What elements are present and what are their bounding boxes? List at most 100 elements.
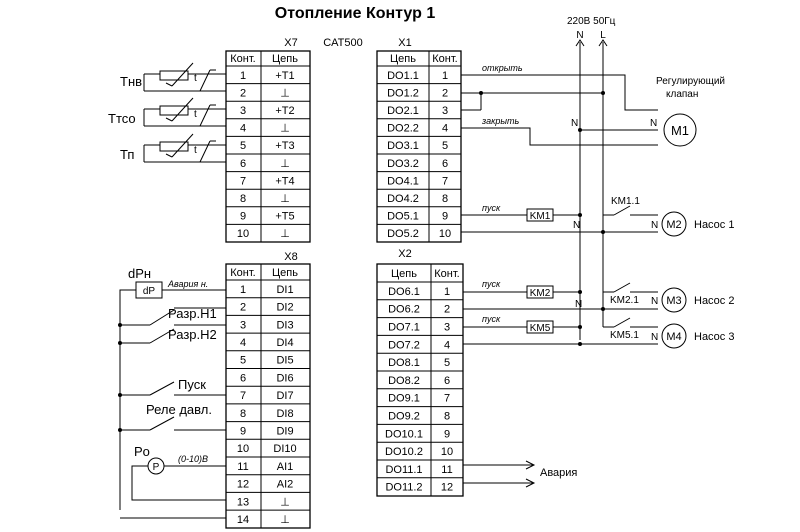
terminal-circuit: DI5 xyxy=(276,355,293,367)
terminal-circuit: DI10 xyxy=(273,443,296,455)
terminal-block-x1: X1 Цепь Конт. 1DO1.12DO1.23DO2.14DO2.25D… xyxy=(376,37,462,243)
motor-m1 xyxy=(663,113,697,147)
pusk2-label: пуск xyxy=(482,279,501,289)
relay-km2-label: KM2 xyxy=(530,288,551,299)
terminal-circuit: DO10.2 xyxy=(385,446,423,458)
terminal-circuit: DO8.2 xyxy=(388,375,420,387)
terminal-circuit: +T3 xyxy=(275,140,294,152)
terminal-circuit: DI1 xyxy=(276,284,293,296)
temperature-sensors: Тнв t Ттсо t Тп t xyxy=(108,62,226,163)
dp-sensor-text: dP xyxy=(143,286,156,297)
terminal-contact: 4 xyxy=(442,123,448,135)
terminal-circuit: ⊥ xyxy=(280,87,290,99)
x7-label: X7 xyxy=(284,37,297,49)
terminal-contact: 12 xyxy=(237,479,249,491)
motor-m4 xyxy=(661,323,687,349)
terminal-circuit: ⊥ xyxy=(280,193,290,205)
terminal-contact: 5 xyxy=(442,140,448,152)
terminal-circuit: DO5.1 xyxy=(387,211,419,223)
contact-km5-1: KM5.1 xyxy=(610,330,639,341)
terminal-circuit: ⊥ xyxy=(280,514,290,526)
terminal-contact: 6 xyxy=(444,375,450,387)
terminal-circuit: DI6 xyxy=(276,372,293,384)
sensor-tnv-t-mark: t xyxy=(194,73,197,84)
rele-label: Реле давл. xyxy=(146,402,212,417)
n-km2: N xyxy=(575,299,582,310)
terminal-block-x2: X2 Цепь Конт. 1DO6.12DO6.23DO7.14DO7.25D… xyxy=(376,248,464,497)
terminal-circuit: ⊥ xyxy=(280,496,290,508)
sensor-tp-t-mark: t xyxy=(194,145,197,156)
valve-n-right: N xyxy=(650,118,657,129)
terminal-circuit: DI3 xyxy=(276,319,293,331)
x1-label: X1 xyxy=(398,37,411,49)
pusk3-label: пуск xyxy=(482,314,501,324)
terminal-contact: 3 xyxy=(442,105,448,117)
terminal-contact: 14 xyxy=(237,514,249,526)
terminal-circuit: ⊥ xyxy=(280,228,290,240)
x2-header-contact: Конт. xyxy=(434,268,459,280)
terminal-circuit: DO2.1 xyxy=(387,105,419,117)
supply-label: 220В 50Гц xyxy=(567,16,616,27)
terminal-contact: 5 xyxy=(240,140,246,152)
terminal-circuit: DO5.2 xyxy=(387,228,419,240)
terminal-contact: 13 xyxy=(237,496,249,508)
n-km1: N xyxy=(573,220,580,231)
alarm-label: Авария xyxy=(540,467,577,479)
terminal-contact: 7 xyxy=(240,390,246,402)
terminal-circuit: DO4.1 xyxy=(387,175,419,187)
terminal-contact: 9 xyxy=(444,428,450,440)
terminal-circuit: +T2 xyxy=(275,105,294,117)
terminal-circuit: DO3.2 xyxy=(387,158,419,170)
terminal-circuit: +T1 xyxy=(275,70,294,82)
terminal-circuit: AI1 xyxy=(277,461,294,473)
pressure-sensor-text: P xyxy=(153,462,160,473)
razr-h2-label: Разр.Н2 xyxy=(168,327,217,342)
terminal-circuit: DO1.1 xyxy=(387,70,419,82)
relay-km5-label: KM5 xyxy=(530,323,551,334)
razr-h1-label: Разр.Н1 xyxy=(168,306,217,321)
terminal-contact: 2 xyxy=(444,304,450,316)
terminal-contact: 3 xyxy=(444,322,450,334)
x7-header-contact: Конт. xyxy=(230,53,255,65)
valve-title-2: клапан xyxy=(666,89,698,100)
x1-header-circuit: Цепь xyxy=(390,53,416,65)
supply-l: L xyxy=(600,30,606,41)
terminal-circuit: DI2 xyxy=(276,302,293,314)
terminal-contact: 5 xyxy=(240,355,246,367)
terminal-contact: 1 xyxy=(442,70,448,82)
motor-m2 xyxy=(661,211,687,237)
terminal-circuit: DI9 xyxy=(276,425,293,437)
dpn-label: dPн xyxy=(128,266,151,281)
terminal-circuit: DI7 xyxy=(276,390,293,402)
terminal-contact: 10 xyxy=(237,228,249,240)
sensor-ttso-t-mark: t xyxy=(194,109,197,120)
po-label: Po xyxy=(134,444,150,459)
terminal-circuit: ⊥ xyxy=(280,123,290,135)
terminal-contact: 9 xyxy=(442,211,448,223)
supply-n: N xyxy=(576,30,583,41)
terminal-contact: 4 xyxy=(240,337,246,349)
x8-header-contact: Конт. xyxy=(230,267,255,279)
terminal-circuit: DO6.2 xyxy=(388,304,420,316)
terminal-contact: 4 xyxy=(444,339,450,351)
terminal-contact: 5 xyxy=(444,357,450,369)
open-label: открыть xyxy=(482,63,523,73)
x8-label: X8 xyxy=(284,251,297,263)
terminal-contact: 1 xyxy=(240,284,246,296)
terminal-circuit: DO11.2 xyxy=(385,482,422,494)
contact-km2-1: KM2.1 xyxy=(610,295,639,306)
terminal-circuit: DO1.2 xyxy=(387,87,419,99)
terminal-contact: 1 xyxy=(444,286,450,298)
motor-m1-label: M1 xyxy=(671,123,689,138)
pusk1-label: пуск xyxy=(482,203,501,213)
terminal-contact: 2 xyxy=(240,87,246,99)
terminal-contact: 12 xyxy=(441,482,453,494)
terminal-contact: 7 xyxy=(444,393,450,405)
digital-inputs: dPн dP Авария н. Разр.Н1 Разр.Н2 Пуск Ре… xyxy=(118,266,226,519)
terminal-contact: 6 xyxy=(240,372,246,384)
motor-m2-label: M2 xyxy=(666,219,681,231)
terminal-circuit: DO4.2 xyxy=(387,193,419,205)
terminal-contact: 1 xyxy=(240,70,246,82)
terminal-contact: 7 xyxy=(442,175,448,187)
